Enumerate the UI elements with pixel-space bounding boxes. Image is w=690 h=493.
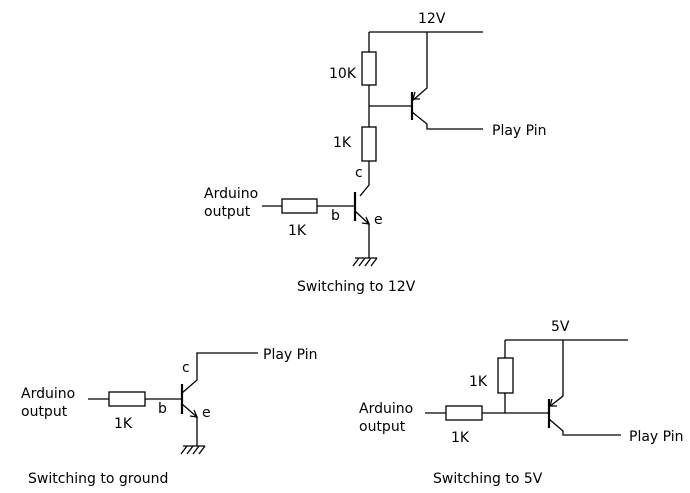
- arduino-label-line1: Arduino: [204, 186, 258, 202]
- resistor-1k-collector: [361, 126, 377, 162]
- ground-symbol: [352, 252, 378, 267]
- supply-label-12v: 12V: [418, 11, 446, 27]
- npn-emitter-arrow-ground: [189, 409, 199, 418]
- arduino-label-line2-5v: output: [359, 419, 406, 435]
- resistor-1k-base-label-5v: 1K: [451, 430, 470, 446]
- resistor-1k-collector-label: 1K: [333, 135, 352, 151]
- pnp-emitter-arrow: [412, 91, 420, 100]
- base-label: b: [331, 208, 340, 224]
- npn-transistor-collector-ground: [181, 352, 258, 394]
- caption-12v: Switching to 12V: [297, 279, 416, 295]
- pnp-transistor-collector-5v: [548, 418, 621, 436]
- npn-transistor-emitter-ground: [181, 403, 198, 440]
- supply-label-5v: 5V: [551, 319, 570, 335]
- arduino-label-line1-5v: Arduino: [359, 401, 413, 417]
- pnp-emitter-arrow-5v: [549, 398, 557, 407]
- resistor-1k-base-5v: [445, 405, 483, 421]
- npn-emitter-arrow: [361, 216, 371, 225]
- emitter-label-ground: e: [202, 405, 211, 421]
- caption-ground: Switching to ground: [28, 471, 168, 487]
- arduino-label-line1-ground: Arduino: [21, 386, 75, 402]
- npn-transistor-emitter: [354, 210, 370, 252]
- resistor-1k-base-label-ground: 1K: [114, 416, 133, 432]
- pnp-transistor-emitter: [411, 32, 428, 102]
- play-pin-label-5v: Play Pin: [629, 429, 684, 445]
- resistor-10k: [361, 51, 377, 86]
- play-pin-label-12v: Play Pin: [492, 123, 547, 139]
- collector-label-ground: c: [182, 360, 190, 376]
- pnp-transistor-emitter-5v: [548, 340, 564, 408]
- base-label-ground: b: [158, 401, 167, 417]
- resistor-1k-base-ground: [108, 391, 146, 407]
- circuit-switching-ground: Arduino output 1K b c e Play Pin Switchi…: [21, 347, 318, 487]
- resistor-1k-pullup: [497, 357, 514, 394]
- pnp-transistor-collector: [411, 111, 483, 130]
- wire-1k-to-collector: [359, 161, 370, 197]
- play-pin-label-ground: Play Pin: [263, 347, 318, 363]
- arduino-label-line2: output: [204, 204, 251, 220]
- arduino-label-line2-ground: output: [21, 404, 68, 420]
- circuit-switching-5v: 5V 1K Arduino output 1K Play Pin Switchi…: [359, 319, 684, 487]
- resistor-10k-label: 10K: [329, 66, 357, 82]
- ground-symbol-2: [180, 440, 206, 455]
- collector-label: c: [355, 165, 363, 181]
- resistor-1k-base-label: 1K: [288, 223, 307, 239]
- caption-5v: Switching to 5V: [433, 471, 543, 487]
- circuit-switching-12v: 12V 10K 1K c Play Pin Arduino output 1K …: [204, 11, 547, 295]
- resistor-1k-pullup-label: 1K: [469, 374, 488, 390]
- emitter-label: e: [374, 212, 383, 228]
- resistor-1k-base: [281, 198, 318, 214]
